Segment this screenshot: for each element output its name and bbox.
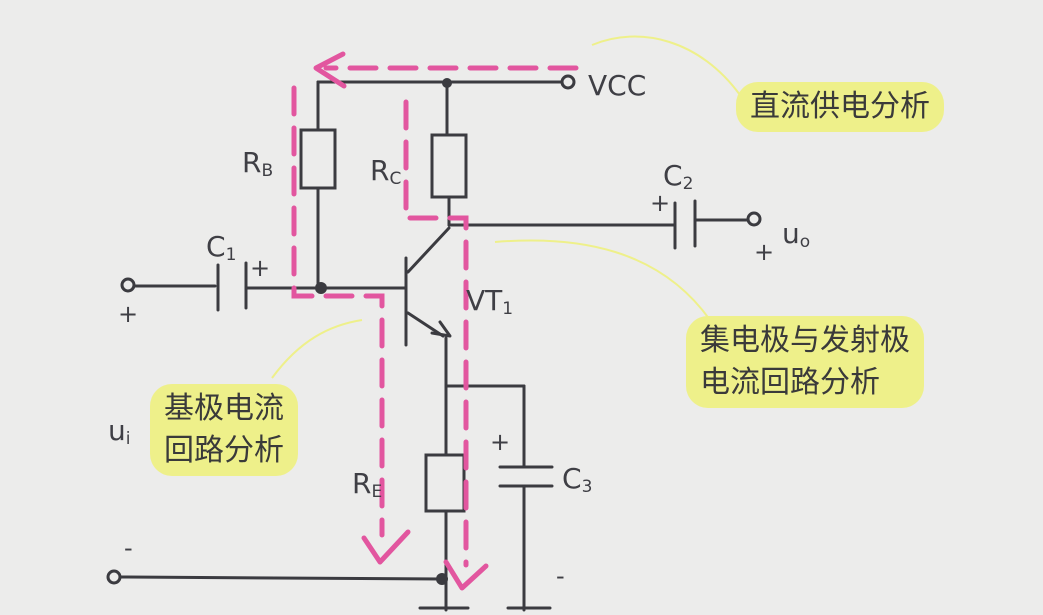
ground-terminal <box>106 569 122 585</box>
output-minus-sign: - <box>556 562 565 590</box>
output-plus-sign: + <box>754 238 774 266</box>
rc-resistor <box>430 133 468 199</box>
ce-current-note: 集电极与发射极 电流回路分析 <box>686 316 924 408</box>
c1-plus-sign: + <box>250 254 270 282</box>
ground-wire <box>118 575 444 581</box>
base-note-line-1: 基极电流 <box>164 391 284 426</box>
base-note-line-2: 回路分析 <box>164 433 284 468</box>
base-current-arrow <box>361 529 411 565</box>
c1-label: C1 <box>206 230 236 265</box>
rc-label: RC <box>370 154 401 189</box>
uo-label: uo <box>782 217 810 252</box>
input-minus-sign: - <box>124 534 133 562</box>
dc-note-leader <box>591 35 741 96</box>
vt-label: VT1 <box>466 284 513 319</box>
ce-note-line-2: 电流回路分析 <box>700 365 880 400</box>
ce-note-line-1: 集电极与发射极 <box>700 323 910 358</box>
c2-label: C2 <box>663 159 693 194</box>
input-terminal <box>120 277 136 293</box>
vcc-label: VCC <box>588 69 646 102</box>
vcc-terminal <box>560 74 576 90</box>
rb-label: RB <box>242 146 273 181</box>
c2-plus-sign: + <box>650 189 670 217</box>
ui-label: ui <box>108 414 130 449</box>
base-current-path <box>291 85 385 538</box>
emitter-arrow <box>430 320 452 338</box>
ce-current-path <box>403 99 469 568</box>
dc-supply-arrow <box>313 51 347 89</box>
re-label: RE <box>352 467 382 502</box>
ce-note-leader <box>494 239 711 321</box>
input-plus-sign: + <box>118 300 138 328</box>
ce-current-arrow <box>443 559 489 591</box>
re-resistor <box>424 453 466 513</box>
dc-supply-note: 直流供电分析 <box>736 82 944 132</box>
base-note-leader <box>271 319 363 379</box>
c3-plus-sign: + <box>490 428 510 456</box>
ground-junction <box>436 573 448 585</box>
transistor-collector <box>406 226 451 274</box>
output-terminal <box>746 211 762 227</box>
transistor-emitter <box>406 311 445 338</box>
rb-resistor <box>299 128 337 190</box>
base-current-note: 基极电流 回路分析 <box>150 384 298 476</box>
c3-label: C3 <box>562 462 592 497</box>
dc-supply-note-text: 直流供电分析 <box>750 89 930 124</box>
